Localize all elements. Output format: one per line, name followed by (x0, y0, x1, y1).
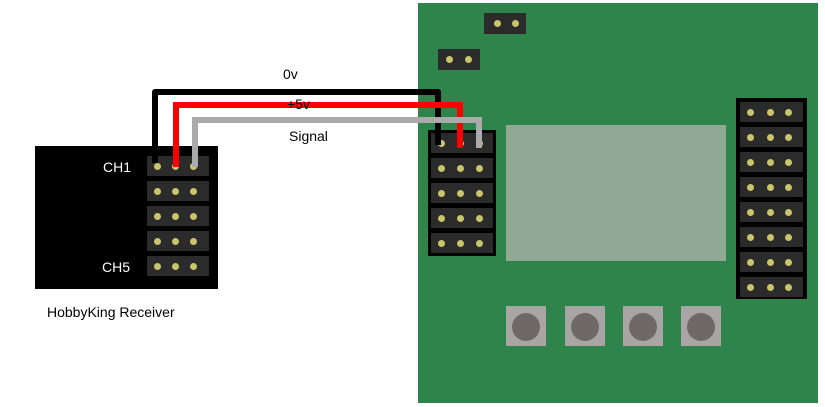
pin (154, 262, 161, 270)
pin (767, 133, 774, 141)
button-cap (512, 313, 540, 341)
board-output-row (740, 177, 803, 197)
pin (438, 189, 445, 197)
pin (767, 283, 774, 291)
board-output-row (740, 127, 803, 147)
pin (457, 164, 464, 172)
pin (446, 56, 453, 63)
button-cap (629, 313, 657, 341)
pin (785, 208, 792, 216)
pin (154, 212, 161, 220)
pin (172, 187, 179, 195)
pin (767, 158, 774, 166)
button-cap (571, 313, 599, 341)
wire-label-5v: +5v (287, 96, 310, 112)
wire-signal (192, 117, 482, 167)
pin (154, 162, 161, 170)
wire-label-signal: Signal (289, 128, 328, 144)
lcd-display (506, 125, 726, 261)
pin (465, 56, 472, 63)
pin (747, 158, 754, 166)
pin (172, 237, 179, 245)
pin (172, 212, 179, 220)
button-cap (687, 313, 715, 341)
receiver-channel-row (147, 256, 209, 276)
pin (438, 239, 445, 247)
pin (747, 183, 754, 191)
receiver-title: HobbyKing Receiver (47, 304, 175, 320)
pin (747, 133, 754, 141)
pin (747, 258, 754, 266)
wire-power (173, 102, 463, 167)
pin (476, 164, 483, 172)
board-button-2[interactable] (565, 306, 605, 346)
board-input-row (431, 183, 493, 203)
pin (154, 187, 161, 195)
pin (785, 183, 792, 191)
receiver-channel-row (147, 181, 209, 201)
pin (438, 164, 445, 172)
channel-label-ch1: CH1 (103, 159, 132, 175)
pin (785, 133, 792, 141)
pin (190, 212, 197, 220)
pin (457, 214, 464, 222)
pin (457, 239, 464, 247)
board-input-row (431, 158, 493, 178)
pin (747, 208, 754, 216)
pin (785, 108, 792, 116)
pin (438, 139, 445, 147)
board-button-4[interactable] (681, 306, 721, 346)
pin (190, 187, 197, 195)
board-output-row (740, 102, 803, 122)
board-output-row (740, 227, 803, 247)
board-button-3[interactable] (623, 306, 663, 346)
receiver-channel-row (147, 206, 209, 226)
pin (785, 258, 792, 266)
pin (767, 208, 774, 216)
jumper-header-1 (484, 13, 526, 34)
pin (457, 189, 464, 197)
pin (767, 233, 774, 241)
pin (747, 233, 754, 241)
pin (767, 258, 774, 266)
pin (785, 283, 792, 291)
pin (154, 237, 161, 245)
board-output-row (740, 252, 803, 272)
pin (785, 158, 792, 166)
board-input-row (431, 233, 493, 253)
channel-label-ch5: CH5 (102, 259, 131, 275)
pin (512, 20, 519, 27)
pin (476, 239, 483, 247)
pin (476, 189, 483, 197)
pin (190, 237, 197, 245)
pin (190, 262, 197, 270)
board-input-row (431, 208, 493, 228)
pin (747, 108, 754, 116)
pin (172, 262, 179, 270)
pin (767, 183, 774, 191)
pin (767, 108, 774, 116)
board-button-1[interactable] (506, 306, 546, 346)
jumper-header-2 (438, 49, 480, 70)
pin (476, 214, 483, 222)
wire-label-0v: 0v (283, 66, 298, 82)
pin (494, 20, 501, 27)
receiver-channel-row (147, 231, 209, 251)
board-output-row (740, 277, 803, 297)
board-output-row (740, 202, 803, 222)
pin (747, 283, 754, 291)
pin (785, 233, 792, 241)
board-output-row (740, 152, 803, 172)
pin (438, 214, 445, 222)
